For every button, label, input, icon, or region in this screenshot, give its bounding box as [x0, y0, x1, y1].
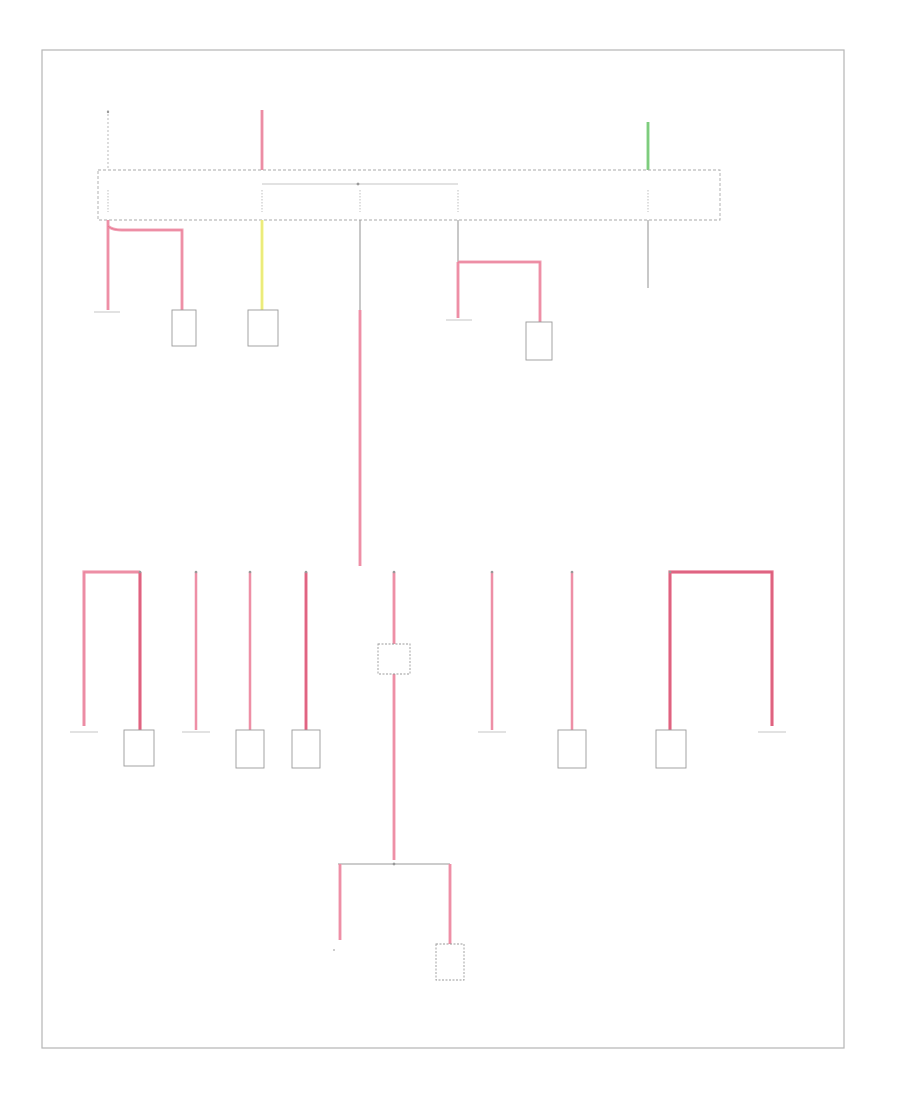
source-1 [106, 110, 110, 170]
branch-l6 [490, 570, 494, 730]
center-device [377, 643, 411, 675]
component-l7 [557, 729, 587, 769]
diagram-border [41, 49, 845, 1049]
bottom-splice [338, 862, 452, 944]
center-column [392, 570, 396, 860]
branch-l3 [194, 570, 198, 730]
component-u5 [525, 321, 553, 361]
fuse-block [97, 169, 721, 221]
component-u2 [171, 309, 197, 347]
component-l8 [655, 729, 687, 769]
component-u3 [247, 309, 279, 347]
branch-l7 [570, 570, 574, 730]
branch-l5 [304, 570, 308, 730]
component-l2 [123, 729, 155, 767]
branch-l4 [248, 570, 252, 730]
component-l5 [291, 729, 321, 769]
branch-l1-l2 [82, 570, 142, 730]
branch-1 [106, 220, 184, 310]
component-l4 [235, 729, 265, 769]
fuse-block-outline [97, 169, 721, 221]
component-b1 [333, 949, 335, 951]
branch-l8-l9 [668, 570, 774, 730]
component-b2 [435, 943, 465, 981]
branch-4 [456, 220, 542, 322]
